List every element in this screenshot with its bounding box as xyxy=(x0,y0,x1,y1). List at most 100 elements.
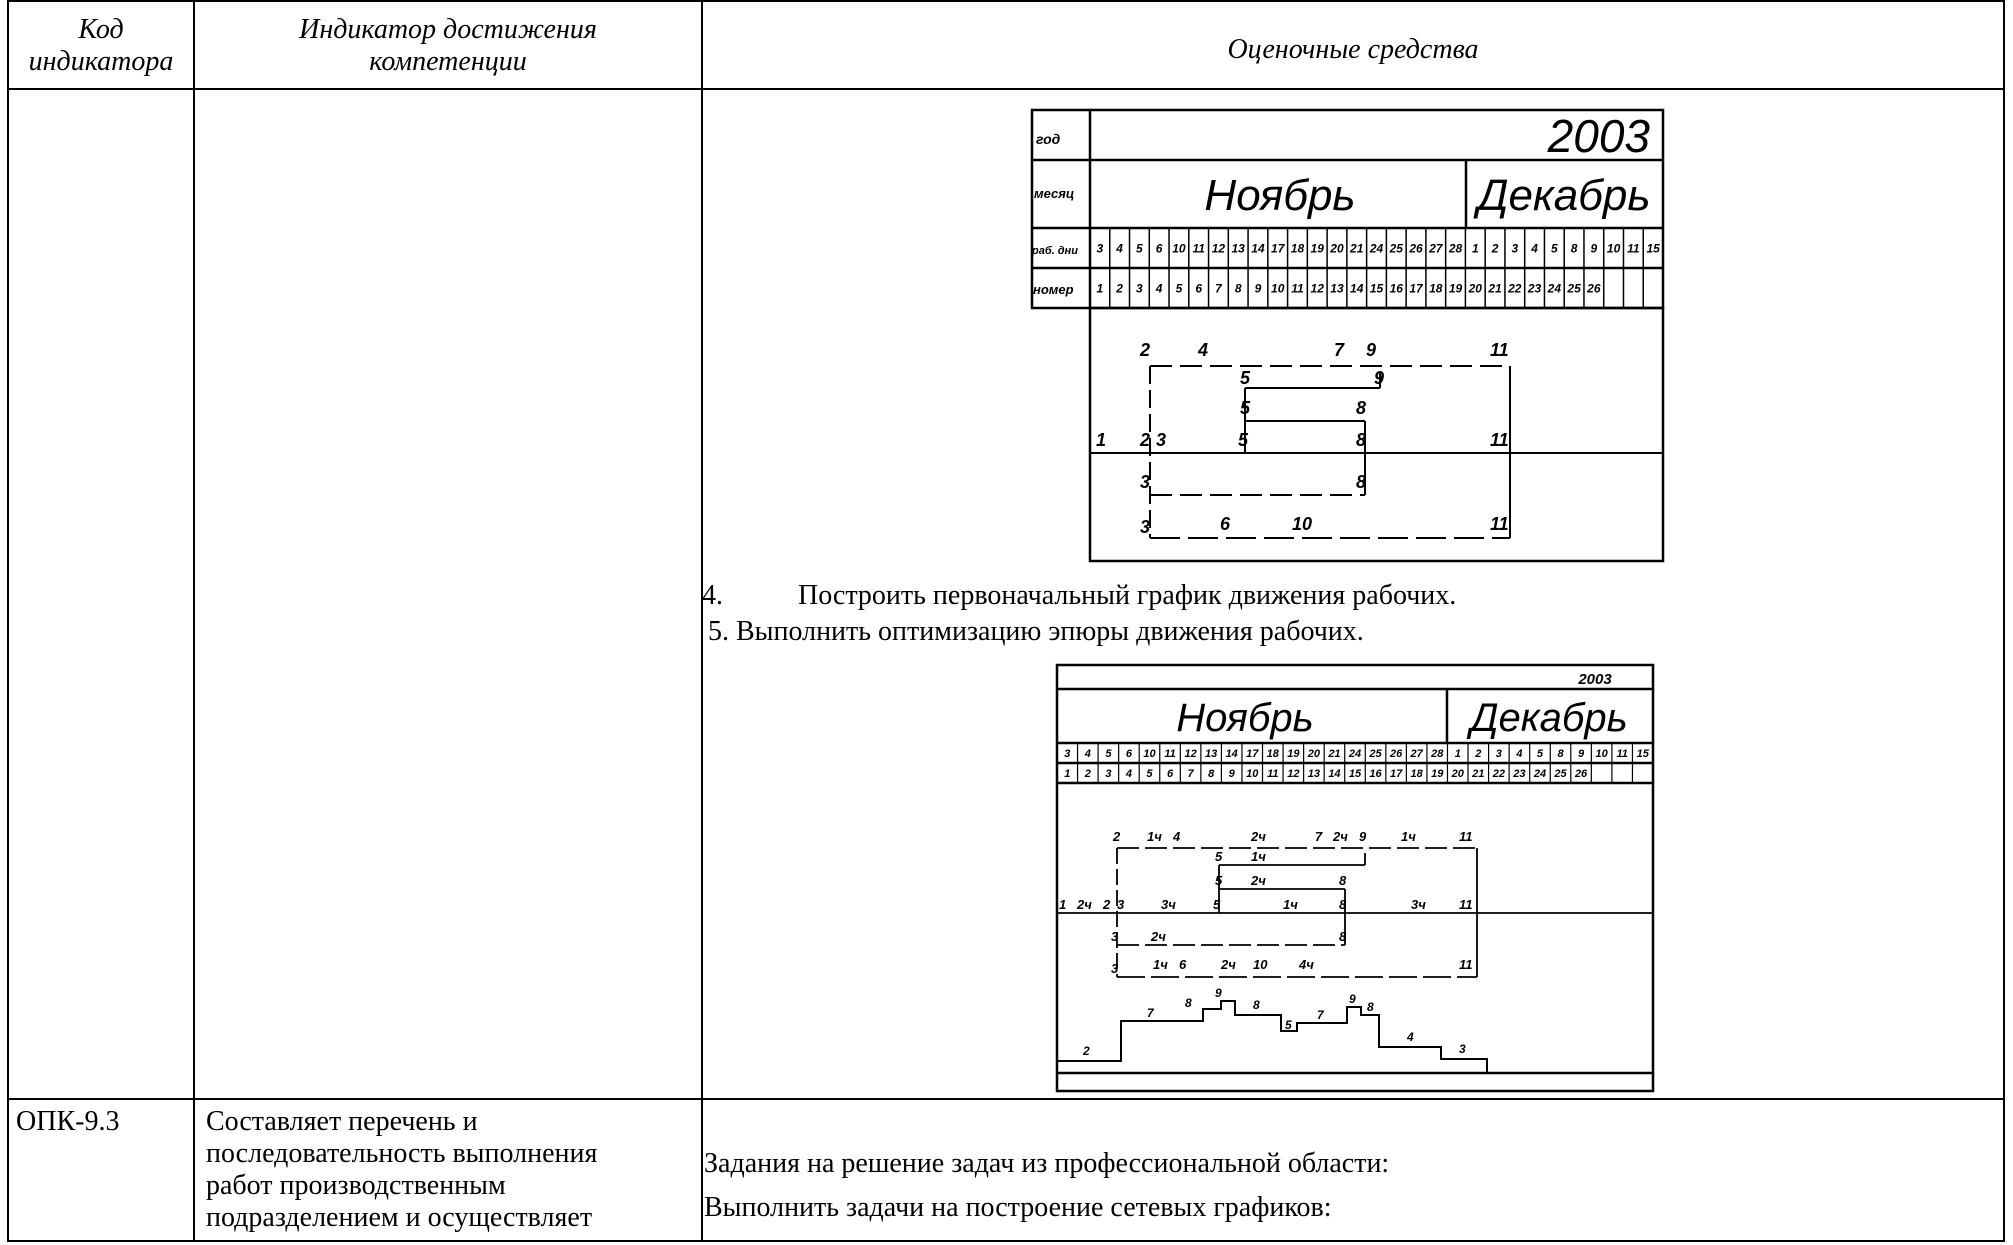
workday-cell: 28 xyxy=(1448,241,1463,255)
workday-cell: 20 xyxy=(1307,748,1321,760)
workday-cell: 25 xyxy=(1389,241,1404,255)
workday-cell: 15 xyxy=(1637,748,1650,760)
workers-3: 8 xyxy=(1185,996,1192,1010)
number-cell: 24 xyxy=(1533,768,1546,780)
number-cell: 14 xyxy=(1328,768,1340,780)
workday-cell: 11 xyxy=(1627,241,1640,255)
workday-cell: 3 xyxy=(1097,241,1104,255)
number-cell: 6 xyxy=(1195,281,1202,295)
header-code-line2: индикатора xyxy=(28,46,174,77)
d2-node-23: 2 xyxy=(1102,897,1111,912)
d2-node-9: 9 xyxy=(1359,829,1367,844)
number-cell: 5 xyxy=(1146,768,1153,780)
d2-node-5b: 5 xyxy=(1215,873,1223,888)
year-label-2: 2003 xyxy=(1577,671,1612,688)
number-cell: 3 xyxy=(1136,281,1143,295)
node-2b: 2 xyxy=(1139,430,1150,450)
number-cell: 2 xyxy=(1115,281,1123,295)
month-december: Декабрь xyxy=(1472,171,1650,220)
indicator-code: ОПК-9.3 xyxy=(16,1106,120,1137)
header-indicator-line1: Индикатор достижения xyxy=(299,14,597,45)
d2-node-8b: 8 xyxy=(1339,897,1347,912)
workday-cell: 13 xyxy=(1232,241,1246,255)
number-cell: 17 xyxy=(1409,281,1424,295)
workday-cell: 20 xyxy=(1329,241,1344,255)
number-cell: 13 xyxy=(1330,281,1344,295)
header-code: Код индикатора xyxy=(8,14,194,78)
number-cell: 18 xyxy=(1411,768,1424,780)
d2-node-7: 7 xyxy=(1315,829,1323,844)
number-cell: 2 xyxy=(1084,768,1091,780)
dur-2e: 2ч xyxy=(1150,929,1166,944)
number-cell: 4 xyxy=(1155,281,1163,295)
number-cell: 10 xyxy=(1246,768,1259,780)
workday-cell: 3 xyxy=(1511,241,1518,255)
d2-node-4: 4 xyxy=(1172,829,1181,844)
node-9: 9 xyxy=(1366,340,1376,360)
number-cell: 13 xyxy=(1308,768,1320,780)
workday-cell: 11 xyxy=(1164,748,1175,760)
node-3: 3 xyxy=(1156,430,1166,450)
number-cell: 16 xyxy=(1390,281,1404,295)
number-cell: 15 xyxy=(1349,768,1362,780)
workday-cell: 8 xyxy=(1557,748,1564,760)
row-label-number: номер xyxy=(1033,282,1074,297)
month-november: Ноябрь xyxy=(1204,171,1355,220)
indicator-description: Составляет перечень и последовательность… xyxy=(206,1106,696,1234)
workers-4: 9 xyxy=(1215,986,1222,1000)
workday-cell: 14 xyxy=(1226,748,1238,760)
workday-cell: 19 xyxy=(1311,241,1325,255)
node-3b: 3 xyxy=(1140,472,1150,492)
workday-cell: 26 xyxy=(1389,748,1403,760)
workers-10: 4 xyxy=(1406,1030,1414,1044)
number-cell: 23 xyxy=(1512,768,1525,780)
workday-cell: 18 xyxy=(1267,748,1280,760)
workday-cell: 11 xyxy=(1192,241,1205,255)
node-8b: 8 xyxy=(1356,430,1366,450)
step-4-text: Построить первоначальный график движения… xyxy=(798,580,1457,611)
row-label-month: месяц xyxy=(1034,186,1074,201)
number-cell: 22 xyxy=(1507,281,1522,295)
workday-cell: 10 xyxy=(1607,241,1621,255)
workday-cell: 26 xyxy=(1408,241,1423,255)
workday-cell: 21 xyxy=(1349,241,1364,255)
indicator-line-3: работ производственным xyxy=(206,1170,506,1201)
node-5c: 5 xyxy=(1238,430,1249,450)
workday-cell: 17 xyxy=(1246,748,1259,760)
network-schedule-diagram: год месяц раб. дни номер 2003 Ноябрь Дек… xyxy=(1030,108,1665,563)
dur-4: 4ч xyxy=(1298,957,1314,972)
workday-cell: 21 xyxy=(1327,748,1340,760)
node-4: 4 xyxy=(1197,340,1208,360)
d2-node-8c: 8 xyxy=(1339,929,1347,944)
workday-cell: 6 xyxy=(1156,241,1163,255)
workday-cell: 1 xyxy=(1455,748,1461,760)
dur-1e: 1ч xyxy=(1153,957,1168,972)
d2-node-11b: 11 xyxy=(1459,897,1473,912)
d2-node-11c: 11 xyxy=(1459,957,1473,972)
number-cell: 15 xyxy=(1370,281,1384,295)
workday-cell: 28 xyxy=(1430,748,1444,760)
workday-cell: 17 xyxy=(1271,241,1286,255)
workday-cell: 14 xyxy=(1251,241,1265,255)
workday-cell: 2 xyxy=(1474,748,1481,760)
workday-cell: 10 xyxy=(1595,748,1608,760)
workday-cell: 18 xyxy=(1291,241,1305,255)
d2-node-5: 5 xyxy=(1215,849,1223,864)
workday-cell: 10 xyxy=(1143,748,1156,760)
month-december-2: Декабрь xyxy=(1466,696,1627,740)
workday-cell: 25 xyxy=(1368,748,1382,760)
workday-cell: 5 xyxy=(1537,748,1544,760)
header-assessment: Оценочные средства xyxy=(1227,34,1479,65)
number-cell: 11 xyxy=(1291,281,1304,295)
workday-cell: 15 xyxy=(1646,241,1660,255)
workday-cell: 3 xyxy=(1496,748,1502,760)
number-cell: 7 xyxy=(1188,768,1195,780)
workday-cell: 13 xyxy=(1205,748,1217,760)
d2-node-5c: 5 xyxy=(1213,897,1221,912)
node-11: 11 xyxy=(1490,340,1509,360)
d2-node-6: 6 xyxy=(1179,957,1187,972)
workday-cell: 4 xyxy=(1530,241,1538,255)
indicator-line-2: последовательность выполнения xyxy=(206,1138,598,1169)
number-cell: 7 xyxy=(1215,281,1223,295)
workers-7: 7 xyxy=(1317,1008,1325,1022)
